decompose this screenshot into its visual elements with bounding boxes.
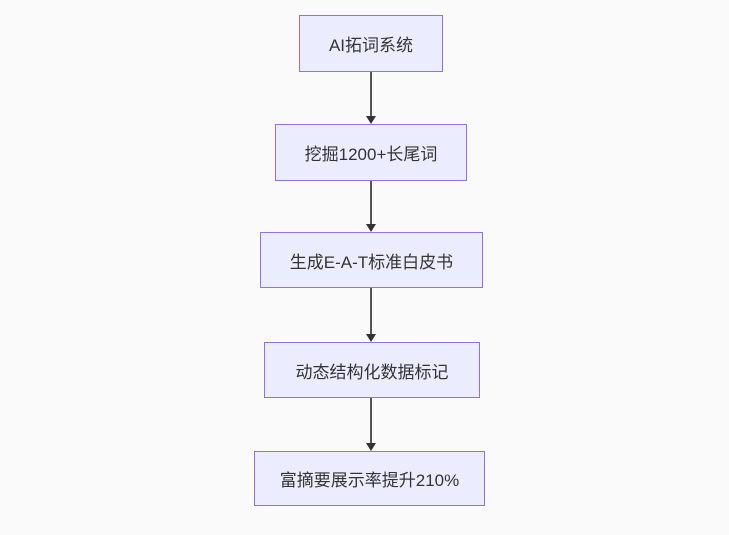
flow-arrow-down-1 xyxy=(365,72,377,124)
arrow-head-icon xyxy=(366,224,376,232)
flow-node-longtail-mining: 挖掘1200+长尾词 xyxy=(275,124,467,181)
flow-node-eat-whitepaper: 生成E-A-T标准白皮书 xyxy=(260,232,483,288)
arrow-shaft xyxy=(370,72,372,117)
flow-node-label: AI拓词系统 xyxy=(328,36,414,55)
flow-arrow-down-4 xyxy=(365,398,377,451)
arrow-shaft xyxy=(370,398,372,444)
arrow-head-icon xyxy=(366,443,376,451)
arrow-shaft xyxy=(370,181,372,225)
flow-node-structured-data-markup: 动态结构化数据标记 xyxy=(264,342,480,398)
flow-node-label: 挖掘1200+长尾词 xyxy=(304,145,438,164)
flow-node-rich-snippet-result: 富摘要展示率提升210% xyxy=(254,451,485,506)
arrow-head-icon xyxy=(366,116,376,124)
flow-node-ai-word-expansion: AI拓词系统 xyxy=(299,15,443,72)
flow-node-label: 动态结构化数据标记 xyxy=(295,362,449,382)
flow-arrow-down-3 xyxy=(365,288,377,342)
flow-node-label: 富摘要展示率提升210% xyxy=(279,471,460,490)
flow-arrow-down-2 xyxy=(365,181,377,232)
arrow-shaft xyxy=(370,288,372,335)
arrow-head-icon xyxy=(366,334,376,342)
flow-node-label: 生成E-A-T标准白皮书 xyxy=(289,252,454,272)
